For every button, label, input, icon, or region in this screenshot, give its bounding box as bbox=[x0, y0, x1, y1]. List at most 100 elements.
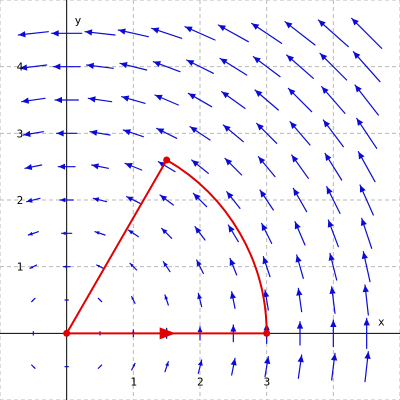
field-arrow-head bbox=[328, 253, 335, 261]
field-arrow-head bbox=[190, 126, 198, 134]
field-arrow-head bbox=[120, 61, 128, 69]
field-arrow-head bbox=[253, 56, 261, 64]
field-arrow-head bbox=[256, 123, 264, 131]
field-arrow-head bbox=[128, 230, 134, 235]
x-axis-label: x bbox=[378, 315, 385, 328]
field-arrow bbox=[57, 163, 76, 170]
field-arrow bbox=[296, 321, 304, 346]
field-arrow bbox=[19, 64, 48, 71]
field-arrow bbox=[117, 28, 149, 38]
field-arrow-head bbox=[151, 27, 160, 34]
field-arrow bbox=[52, 63, 81, 70]
field-arrow bbox=[221, 91, 246, 109]
field-arrow-head bbox=[193, 193, 201, 201]
field-arrow-head bbox=[125, 163, 133, 169]
field-arrow bbox=[87, 96, 113, 103]
field-arrow-head bbox=[359, 185, 366, 193]
field-arrow-head bbox=[196, 260, 202, 267]
field-arrow bbox=[229, 257, 238, 276]
field-arrow-head bbox=[220, 58, 228, 65]
field-arrow-head bbox=[358, 151, 365, 160]
field-arrow-head bbox=[155, 94, 163, 101]
field-arrow-head bbox=[327, 220, 334, 228]
y-tick-label: 4 bbox=[17, 61, 24, 74]
field-arrow-head bbox=[295, 255, 302, 263]
field-arrow-head bbox=[353, 51, 361, 59]
x-tick-label: 3 bbox=[264, 375, 271, 388]
field-arrow bbox=[92, 197, 108, 203]
field-arrow-head bbox=[188, 93, 196, 100]
field-arrow bbox=[164, 361, 169, 373]
field-arrow-head bbox=[56, 130, 64, 137]
field-arrow-head bbox=[86, 62, 95, 69]
field-arrow-head bbox=[356, 118, 364, 126]
field-arrow bbox=[329, 286, 336, 314]
field-arrow bbox=[362, 284, 369, 316]
field-arrow-head bbox=[296, 288, 303, 296]
field-arrow-head bbox=[290, 121, 297, 130]
field-arrow bbox=[217, 24, 249, 43]
field-arrow-head bbox=[329, 286, 336, 295]
field-arrow bbox=[187, 92, 213, 108]
field-arrow bbox=[59, 197, 74, 203]
field-arrow-head bbox=[288, 88, 296, 96]
y-tick-label: 1 bbox=[17, 261, 24, 274]
field-arrow-head bbox=[21, 97, 30, 104]
field-arrow-head bbox=[60, 197, 66, 203]
field-arrow-head bbox=[95, 231, 100, 235]
field-arrow-head bbox=[291, 155, 299, 163]
field-arrow-head bbox=[99, 365, 102, 367]
field-arrow-head bbox=[18, 31, 26, 38]
field-arrow bbox=[219, 57, 248, 76]
field-arrow-head bbox=[325, 153, 332, 161]
field-arrow-head bbox=[123, 129, 131, 136]
field-arrow-head bbox=[161, 228, 168, 235]
field-arrow-head bbox=[363, 318, 370, 326]
field-arrow bbox=[21, 97, 46, 104]
field-arrow-head bbox=[258, 156, 266, 165]
field-arrow-head bbox=[88, 96, 96, 103]
field-arrow bbox=[84, 29, 116, 36]
field-arrow-head bbox=[98, 298, 101, 301]
field-arrow bbox=[261, 222, 273, 244]
field-arrow bbox=[121, 95, 146, 104]
x-tick-label: 2 bbox=[197, 375, 204, 388]
field-arrow bbox=[86, 62, 114, 69]
field-arrow-head bbox=[228, 225, 235, 233]
field-arrow bbox=[351, 17, 383, 49]
field-arrow-head bbox=[326, 186, 333, 195]
field-arrow-head bbox=[361, 251, 368, 260]
field-arrow-head bbox=[321, 86, 329, 95]
field-arrow bbox=[162, 261, 171, 273]
field-arrow bbox=[230, 357, 237, 376]
field-arrow-head bbox=[197, 326, 203, 332]
path-segment-arc bbox=[166, 159, 268, 334]
field-arrow-head bbox=[185, 26, 193, 33]
field-arrow bbox=[257, 156, 276, 178]
field-arrow bbox=[294, 221, 306, 246]
field-arrow bbox=[284, 21, 316, 46]
field-arrow-head bbox=[28, 231, 33, 236]
field-arrow-head bbox=[294, 221, 301, 230]
field-arrow bbox=[321, 86, 346, 114]
field-arrow-head bbox=[153, 61, 161, 68]
path-vertex bbox=[163, 156, 171, 164]
field-arrow bbox=[97, 364, 103, 369]
field-arrow-head bbox=[67, 366, 69, 368]
field-arrow bbox=[296, 287, 303, 313]
field-arrow bbox=[164, 294, 169, 306]
field-arrow bbox=[254, 89, 279, 111]
field-arrow bbox=[64, 299, 69, 301]
field-arrow bbox=[62, 265, 71, 268]
field-arrow-head bbox=[260, 190, 267, 198]
field-arrow bbox=[17, 31, 49, 38]
field-arrow bbox=[317, 19, 349, 48]
field-arrow bbox=[324, 152, 343, 181]
field-arrow bbox=[64, 366, 69, 368]
field-arrow bbox=[319, 52, 348, 81]
field-arrow-head bbox=[263, 290, 270, 298]
field-arrow bbox=[131, 296, 136, 304]
field-arrow bbox=[24, 164, 43, 170]
field-arrow-head bbox=[25, 164, 33, 170]
field-arrow-head bbox=[126, 196, 134, 202]
